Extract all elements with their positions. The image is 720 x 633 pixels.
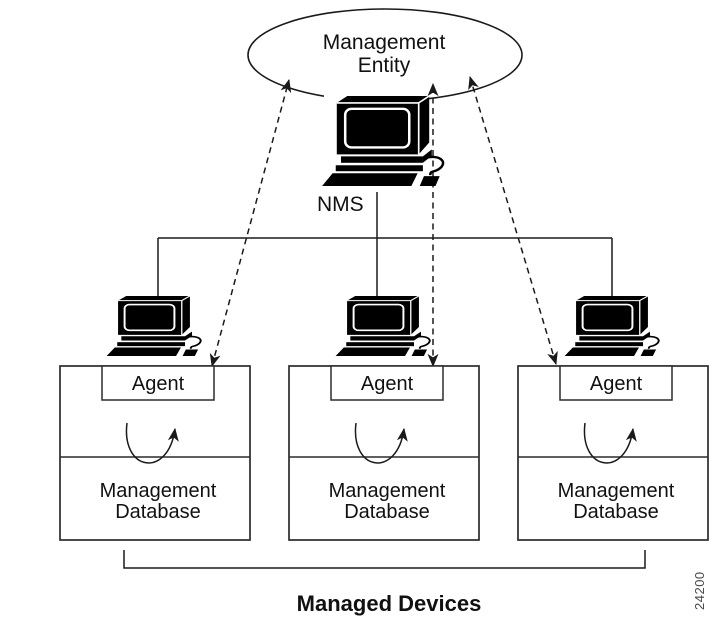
dashed-arrow-right [468,75,558,366]
db2-line1: Management [328,480,446,502]
device-computer-icon-1 [105,295,202,358]
figure-number: 24200 [692,571,707,610]
db1-line1: Management [99,480,217,502]
agent-label-1: Agent [131,373,185,395]
db3-line2: Database [573,501,659,523]
management-entity-line1: Management [322,31,446,54]
device-computer-icon-2 [334,295,431,358]
management-entity-line2: Entity [357,54,411,77]
managed-devices-caption: Managed Devices [296,591,482,616]
dashed-arrow-left [209,78,292,368]
devices-bracket [123,550,646,569]
network-link-lines [157,190,613,302]
management-database-label-3: Management Database [558,481,675,523]
agent-label-3: Agent [589,373,643,395]
management-database-label-2: Management Database [329,481,446,523]
agent-label-2: Agent [360,373,414,395]
management-database-label-1: Management Database [100,481,217,523]
management-entity-label: Management Entity [323,31,446,77]
db2-line2: Database [344,501,430,523]
nms-label: NMS [317,193,364,216]
db1-line2: Database [115,501,201,523]
db3-line1: Management [557,480,675,502]
device-computer-icon-3 [563,295,660,358]
